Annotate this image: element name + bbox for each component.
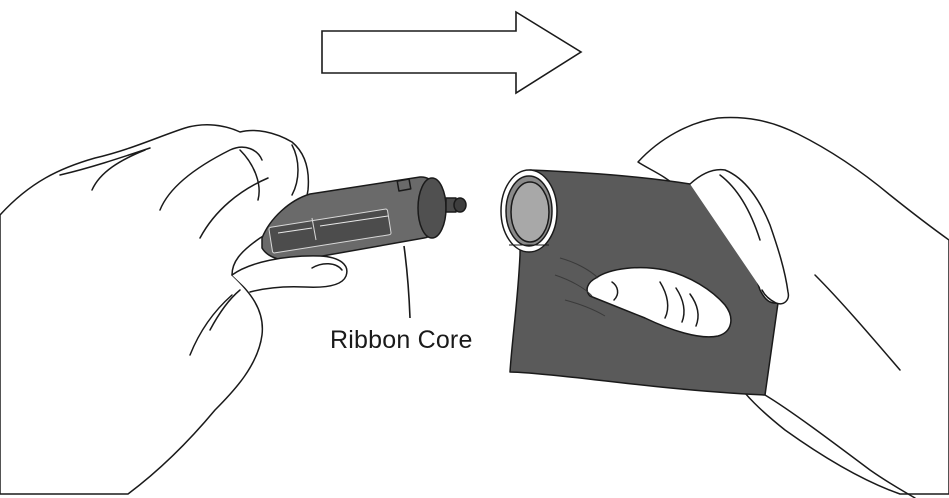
direction-arrow-icon [321,10,583,95]
right-hand-fingers [586,168,916,498]
ribbon-texture [554,257,606,317]
left-hand-fingers [59,144,348,356]
ribbon-core [261,176,467,262]
ribbon-core-label: Ribbon Core [330,326,473,354]
callout-leader-line [403,245,411,319]
